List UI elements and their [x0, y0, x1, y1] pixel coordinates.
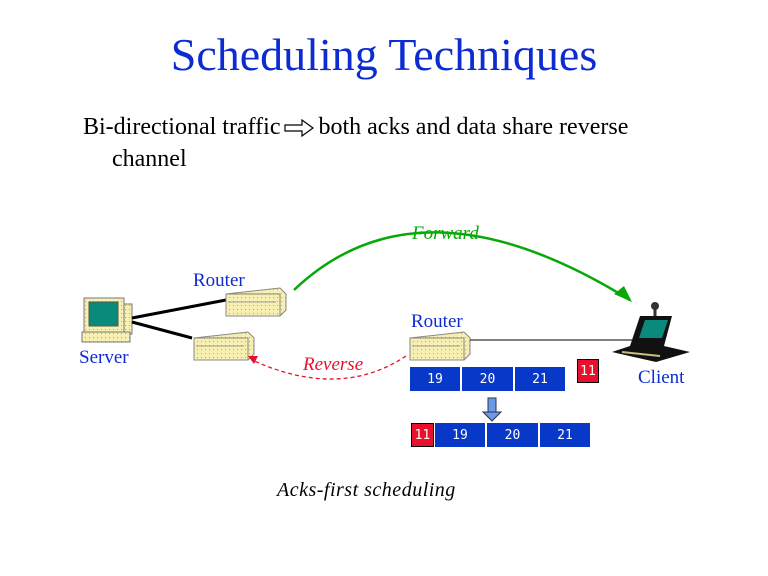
- data-packet: 19: [410, 367, 460, 391]
- bullet-text-after: both acks and data share reverse: [318, 114, 629, 140]
- server-router-link: [131, 320, 193, 340]
- reverse-arrow: [251, 355, 407, 380]
- ack-packet: 11: [411, 423, 434, 447]
- bullet-text-before: Bi-directional traffic: [83, 114, 281, 140]
- router-top-label: Router: [193, 270, 245, 291]
- data-packet: 19: [435, 423, 485, 447]
- router-icon: [225, 287, 287, 317]
- bullet-line: Bi-directional traffic both acks and data…: [83, 114, 628, 141]
- laptop-client-icon: [612, 302, 690, 362]
- client-label: Client: [638, 367, 685, 388]
- down-arrow-icon: [481, 397, 503, 422]
- server-icon: [81, 297, 133, 343]
- slide-title: Scheduling Techniques: [170, 29, 598, 80]
- reverse-arrowhead-icon: [248, 356, 258, 364]
- data-packet: 20: [462, 367, 513, 391]
- data-packet: 20: [487, 423, 538, 447]
- router-icon: [193, 331, 255, 361]
- forward-arrow: [293, 231, 631, 302]
- bullet-continuation: channel: [112, 146, 187, 172]
- forward-arrowhead-icon: [614, 286, 632, 302]
- forward-label: Forward: [412, 223, 479, 244]
- data-packet: 21: [540, 423, 590, 447]
- implies-arrow-icon: [284, 119, 315, 138]
- server-router-link: [131, 298, 227, 320]
- reverse-label: Reverse: [303, 354, 364, 375]
- router-icon: [409, 331, 471, 361]
- router-right-label: Router: [411, 311, 463, 332]
- diagram-caption: Acks-first scheduling: [277, 479, 456, 501]
- data-packet: 21: [515, 367, 565, 391]
- ack-packet: 11: [577, 359, 599, 383]
- server-label: Server: [79, 347, 129, 368]
